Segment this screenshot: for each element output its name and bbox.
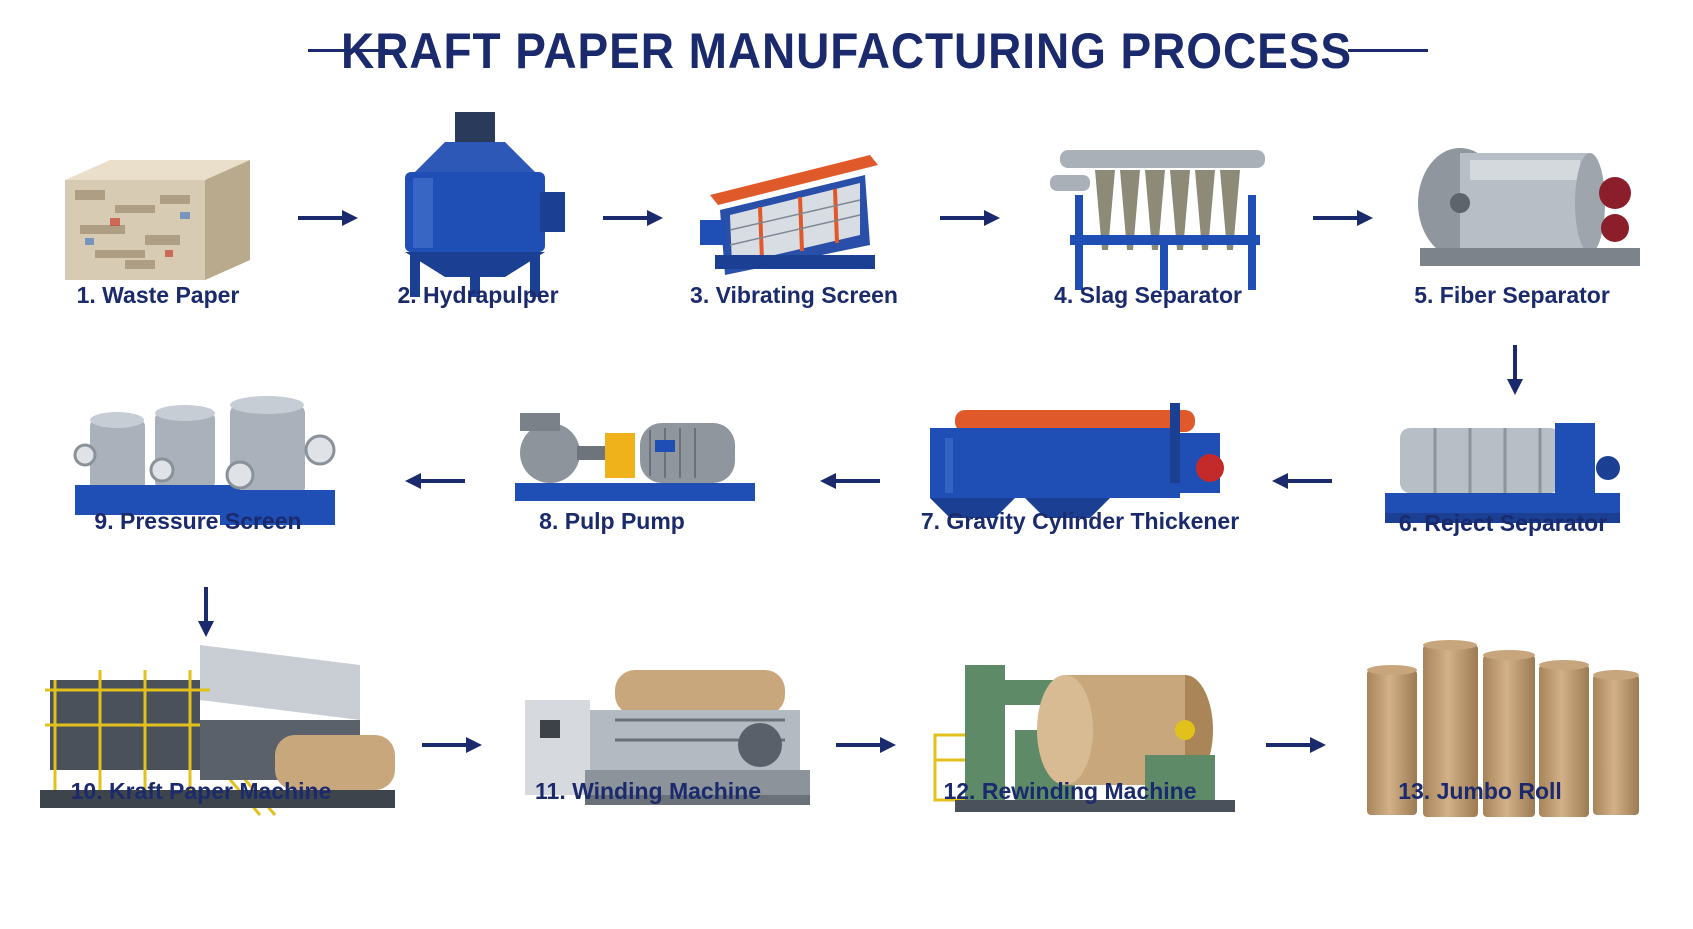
step-label-7: 7. Gravity Cylinder Thickener: [921, 508, 1239, 535]
step-label-1: 1. Waste Paper: [77, 282, 240, 309]
arrow-2-3: [603, 208, 665, 228]
vibrating-screen-icon: [700, 135, 885, 280]
arrow-4-5: [1313, 208, 1375, 228]
arrow-5-6: [1505, 345, 1525, 397]
arrow-12-13: [1266, 735, 1328, 755]
step-label-11: 11. Winding Machine: [535, 778, 761, 805]
hydrapulper-icon: [385, 112, 575, 297]
pulp-pump-icon: [505, 408, 765, 518]
step-label-3: 3. Vibrating Screen: [690, 282, 898, 309]
arrow-1-2: [298, 208, 360, 228]
step-label-6: 6. Reject Separator: [1399, 510, 1607, 537]
arrow-6-7: [1272, 471, 1334, 491]
title-bar: KRAFT PAPER MANUFACTURING PROCESS: [0, 18, 1693, 82]
step-label-13: 13. Jumbo Roll: [1398, 778, 1562, 805]
title-rule-right: [1348, 49, 1428, 52]
step-label-9: 9. Pressure Screen: [94, 508, 301, 535]
slag-separator-icon: [1040, 135, 1280, 295]
step-label-5: 5. Fiber Separator: [1414, 282, 1610, 309]
step-label-8: 8. Pulp Pump: [539, 508, 685, 535]
waste-paper-bale-icon: [55, 150, 265, 285]
fiber-separator-icon: [1410, 138, 1640, 278]
arrow-10-11: [422, 735, 484, 755]
arrow-3-4: [940, 208, 1002, 228]
arrow-8-9: [405, 471, 467, 491]
step-label-4: 4. Slag Separator: [1054, 282, 1242, 309]
arrow-7-8: [820, 471, 882, 491]
arrow-9-10: [196, 587, 216, 639]
arrow-11-12: [836, 735, 898, 755]
step-label-10: 10. Kraft Paper Machine: [71, 778, 332, 805]
step-label-2: 2. Hydrapulper: [397, 282, 558, 309]
gravity-thickener-icon: [925, 398, 1225, 523]
step-label-12: 12. Rewinding Machine: [943, 778, 1196, 805]
